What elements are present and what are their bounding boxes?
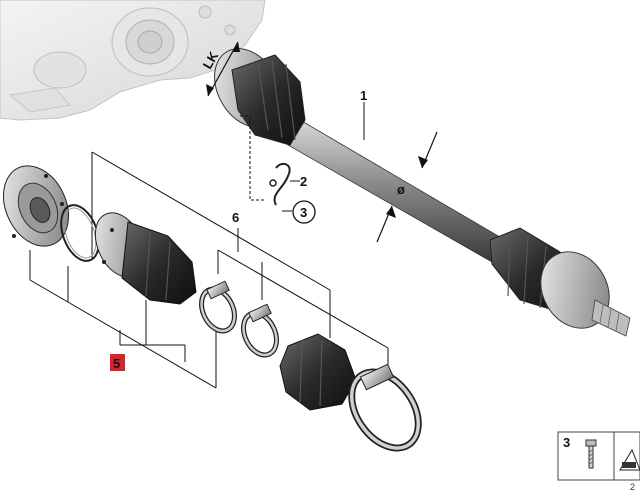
- torque-warning-icon: [619, 448, 640, 471]
- callout-1[interactable]: 1: [360, 88, 367, 140]
- callout-5-label: 5: [113, 356, 120, 371]
- joint-boot-with-flange[interactable]: [86, 205, 197, 305]
- joint-flange[interactable]: [0, 155, 81, 256]
- diameter-indicator: ø: [376, 131, 438, 243]
- differential-housing: [0, 0, 266, 121]
- outer-joint: [540, 251, 610, 329]
- callout-3-label: 3: [300, 205, 307, 220]
- diameter-symbol: ø: [397, 182, 405, 197]
- reference-legend: 3 2: [557, 431, 640, 492]
- legend-ref-number: 3: [563, 435, 570, 450]
- drive-shaft-assembly[interactable]: [201, 37, 631, 341]
- callout-1-label: 1: [360, 88, 367, 103]
- callout-2-label: 2: [300, 174, 307, 189]
- outer-joint-boot[interactable]: [279, 333, 357, 411]
- callout-5[interactable]: 5: [110, 354, 125, 371]
- hose-clamp-small-1[interactable]: [195, 280, 241, 336]
- callout-3[interactable]: 3: [282, 200, 316, 224]
- callout-6-label[interactable]: 6: [232, 210, 239, 225]
- retaining-clip[interactable]: 2: [269, 162, 307, 206]
- bolt-icon: [585, 439, 597, 469]
- splined-stub: [591, 299, 631, 337]
- document-number: 2: [630, 482, 635, 492]
- hose-clamp-large[interactable]: [338, 360, 432, 461]
- kit-bracket: [29, 151, 389, 389]
- clip-leader: [240, 115, 265, 201]
- callout-5-highlight: [110, 354, 125, 371]
- hose-clamp-small-2[interactable]: [237, 303, 283, 360]
